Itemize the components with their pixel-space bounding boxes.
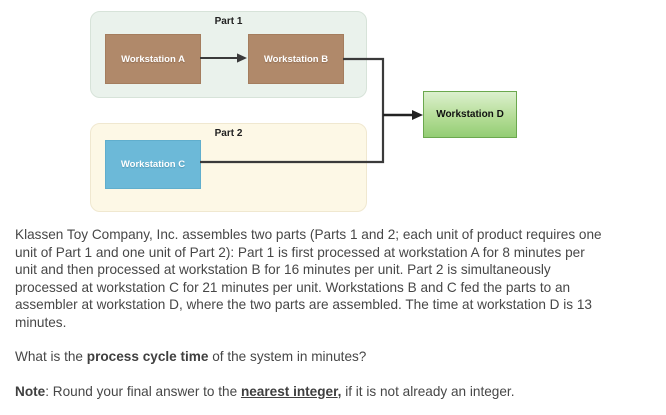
- part2-label: Part 2: [214, 128, 243, 139]
- problem-paragraph-text: Klassen Toy Company, Inc. assembles two …: [15, 227, 602, 330]
- part1-group: Part 1 Workstation A Workstation B: [90, 11, 367, 98]
- note-mid: : Round your final answer to the: [45, 383, 241, 399]
- question-line: What is the process cycle time of the sy…: [15, 348, 607, 366]
- note-emphasis: nearest integer: [240, 383, 338, 399]
- arrowhead-to-d-icon: [412, 110, 423, 120]
- workstation-d-box: Workstation D: [423, 91, 517, 138]
- process-flow-diagram: Part 1 Workstation A Workstation B Part …: [90, 11, 517, 212]
- part1-label: Part 1: [214, 16, 243, 27]
- note-comma: ,: [337, 383, 342, 399]
- question-emphasis: process cycle time: [86, 349, 209, 364]
- workstation-c-box: Workstation C: [105, 140, 201, 189]
- problem-text: Klassen Toy Company, Inc. assembles two …: [15, 226, 607, 415]
- workstation-a-box: Workstation A: [105, 34, 201, 84]
- note-label: Note: [15, 383, 46, 399]
- note-line: Note: Round your final answer to the nea…: [15, 383, 607, 401]
- question-prefix: What is the: [15, 349, 87, 364]
- question-suffix: of the system in minutes?: [208, 349, 367, 364]
- part2-group: Part 2 Workstation C: [90, 123, 367, 212]
- problem-paragraph: Klassen Toy Company, Inc. assembles two …: [15, 226, 607, 331]
- note-suffix: if it is not already an integer.: [341, 383, 515, 399]
- workstation-b-box: Workstation B: [248, 34, 344, 84]
